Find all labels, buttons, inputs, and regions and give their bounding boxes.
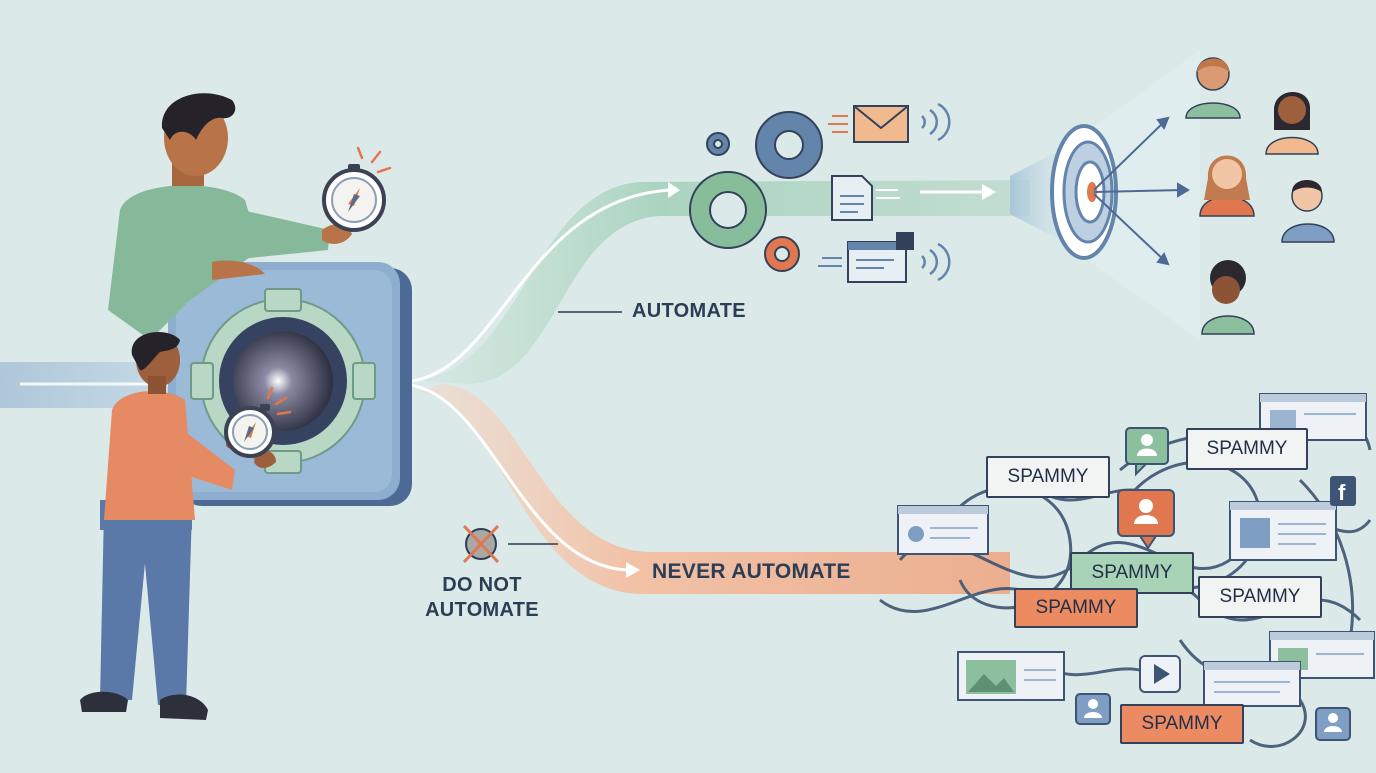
browser-window-3 (1229, 501, 1337, 561)
audience (1185, 57, 1335, 335)
gear-icon-orange (764, 236, 800, 272)
spammy-tag: SPAMMY (986, 456, 1110, 498)
compass-icon-small (224, 386, 292, 458)
svg-text:f: f (1338, 480, 1346, 505)
document-icon (831, 175, 900, 221)
compass-icon (322, 146, 392, 232)
automate-label: AUTOMATE (632, 300, 746, 322)
do-not-automate-line1: DO NOT (442, 574, 522, 596)
browser-window-5 (1269, 631, 1375, 679)
spammy-tag: SPAMMY (1014, 588, 1138, 628)
warning-x-icon (462, 524, 500, 564)
chat-person-icon-blue-left (1075, 693, 1111, 725)
gear-icon-big-blue (755, 111, 823, 179)
browser-windows (897, 393, 1375, 707)
person-icon-2 (1265, 92, 1319, 155)
chat-message-icon (818, 232, 951, 283)
never-automate-label: NEVER AUTOMATE (652, 560, 851, 583)
automate-path (399, 180, 1030, 384)
do-not-automate-line2: AUTOMATE (425, 599, 539, 621)
person-icon-3 (1199, 155, 1255, 217)
never-automate-path (399, 382, 1010, 594)
social-icons: f (1075, 427, 1356, 741)
browser-window-6 (1203, 661, 1301, 707)
play-icon (1139, 655, 1181, 693)
person-orange (80, 332, 292, 720)
chat-person-icon-green (1125, 427, 1169, 477)
gear-icon-green (689, 171, 767, 249)
spammy-tag: SPAMMY (1186, 428, 1308, 470)
automation-gears (689, 111, 823, 272)
person-icon-5 (1201, 260, 1255, 335)
target-icon (1010, 50, 1200, 340)
person-icon-4 (1281, 180, 1335, 243)
browser-window-2 (897, 505, 989, 555)
facebook-icon: f (1330, 476, 1356, 506)
envelope-icon (828, 102, 951, 143)
person-icon-1 (1185, 57, 1241, 119)
gear-icon-tiny (706, 132, 730, 156)
chat-person-icon-orange (1117, 489, 1175, 550)
spammy-tag: SPAMMY (1070, 552, 1194, 594)
spammy-tag: SPAMMY (1198, 576, 1322, 618)
browser-window-4 (957, 651, 1065, 701)
spammy-tag: SPAMMY (1120, 704, 1244, 744)
chat-person-icon-blue-right (1315, 707, 1351, 741)
person-green (108, 93, 392, 340)
